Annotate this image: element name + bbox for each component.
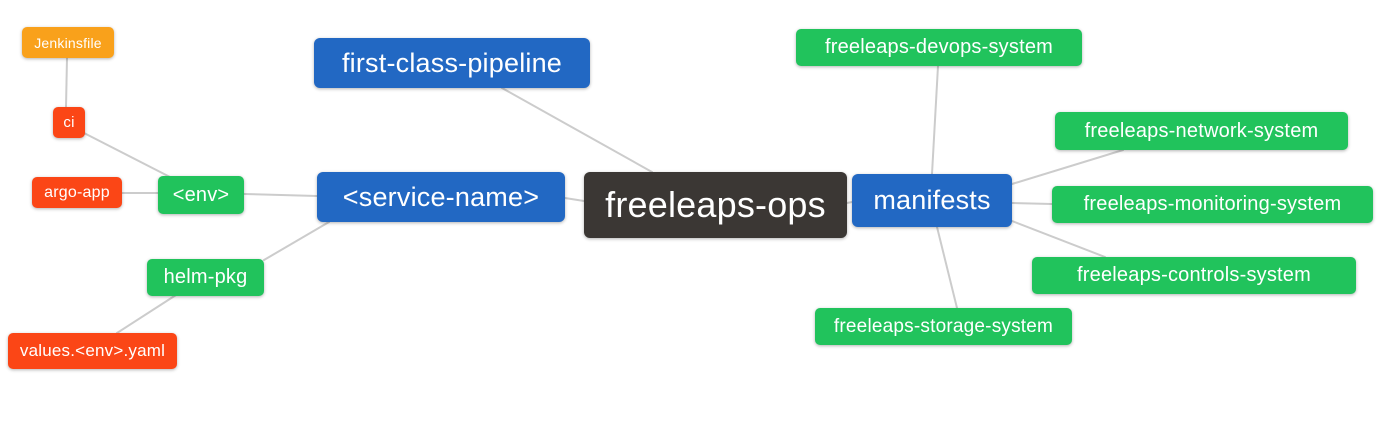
node-devops-system[interactable]: freeleaps-devops-system — [796, 29, 1082, 66]
edge-jenkinsfile-ci — [65, 57, 68, 108]
node-storage-system[interactable]: freeleaps-storage-system — [815, 308, 1072, 345]
edge-manifests-devops — [931, 65, 939, 175]
edge-manifests-monitoring — [1011, 202, 1053, 205]
node-monitoring-system[interactable]: freeleaps-monitoring-system — [1052, 186, 1373, 223]
node-manifests[interactable]: manifests — [852, 174, 1012, 227]
edge-service-name-ops — [564, 197, 585, 202]
node-argo-app[interactable]: argo-app — [32, 177, 122, 208]
node-first-class-pipeline[interactable]: first-class-pipeline — [314, 38, 590, 88]
edge-manifests-network — [1011, 149, 1124, 185]
node-freeleaps-ops[interactable]: freeleaps-ops — [584, 172, 847, 238]
node-jenkinsfile[interactable]: Jenkinsfile — [22, 27, 114, 58]
node-network-system[interactable]: freeleaps-network-system — [1055, 112, 1348, 150]
node-helm-pkg[interactable]: helm-pkg — [147, 259, 264, 296]
edge-ci-env — [83, 132, 171, 178]
node-ci[interactable]: ci — [53, 107, 85, 138]
node-env[interactable]: <env> — [158, 176, 244, 214]
edge-manifests-controls — [1011, 220, 1106, 258]
edge-service-name-helm-pkg — [263, 221, 330, 261]
edge-ops-manifests — [846, 201, 853, 204]
node-controls-system[interactable]: freeleaps-controls-system — [1032, 257, 1356, 294]
node-service-name[interactable]: <service-name> — [317, 172, 565, 222]
edge-pipeline-ops — [501, 87, 653, 173]
edge-env-service-name — [243, 193, 318, 197]
edge-helm-pkg-values — [116, 294, 177, 334]
edge-manifests-storage — [936, 226, 958, 309]
node-values-env-yaml[interactable]: values.<env>.yaml — [8, 333, 177, 369]
